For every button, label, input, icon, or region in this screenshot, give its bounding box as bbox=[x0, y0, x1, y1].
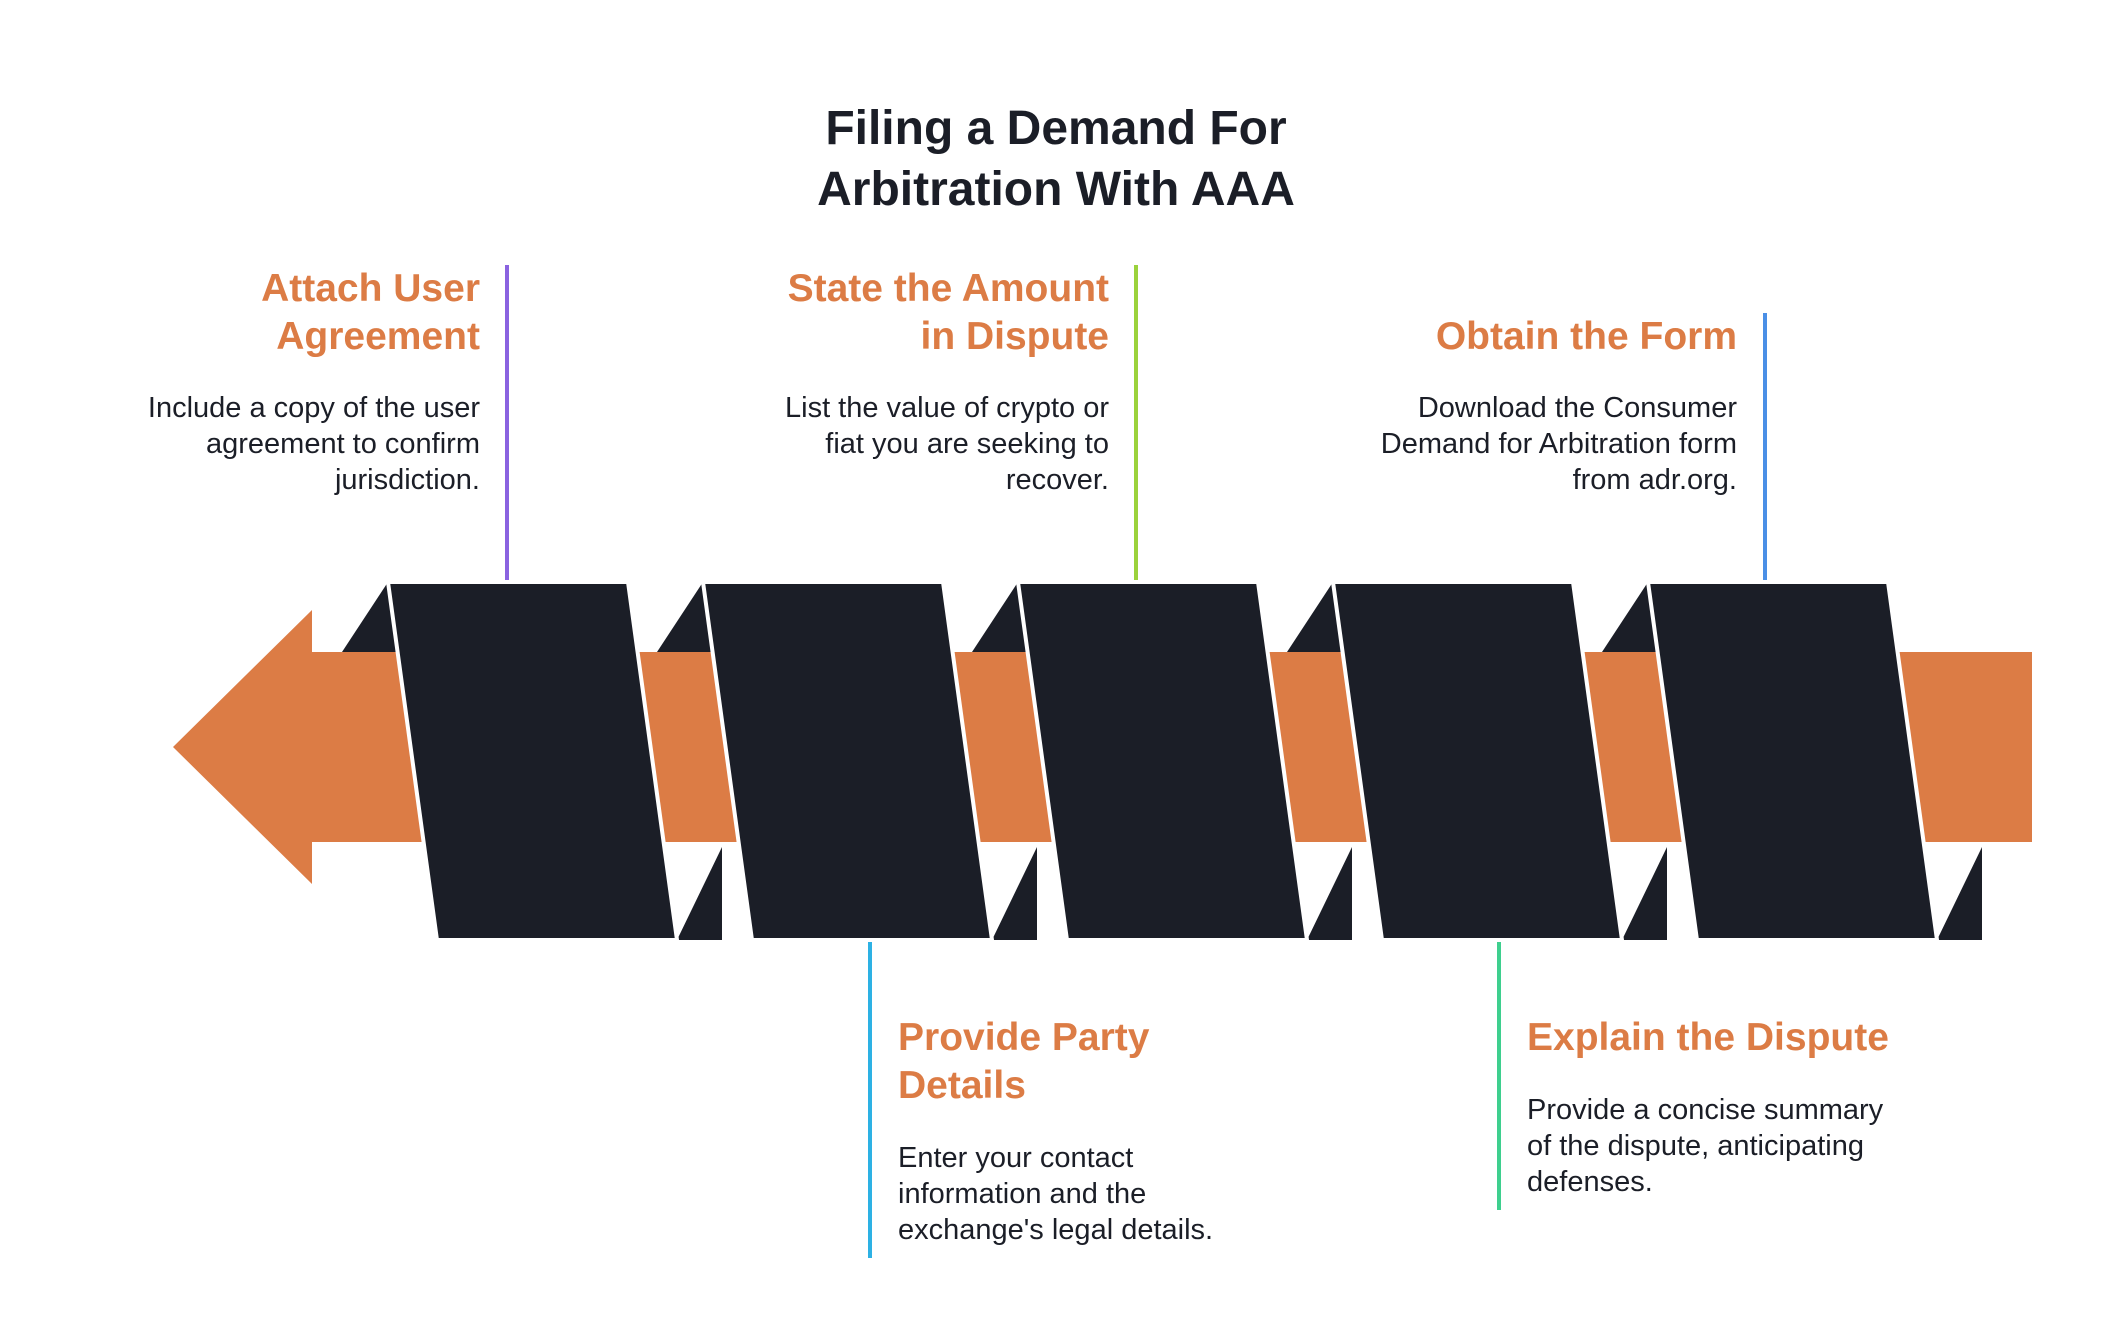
step-block-4 bbox=[1287, 580, 1667, 942]
step-block-3 bbox=[972, 580, 1352, 942]
step-desc-obtain-form: Download the Consumer Demand for Arbitra… bbox=[1380, 392, 1737, 496]
step-heading-obtain-form: Obtain the Form bbox=[1435, 315, 1737, 358]
step-desc-attach-user-agreement: Include a copy of the user agreement to … bbox=[147, 392, 480, 496]
step-block-1 bbox=[342, 580, 722, 942]
step-block-2 bbox=[657, 580, 1037, 942]
arrow-head bbox=[173, 610, 420, 884]
title-line-2: Arbitration With AAA bbox=[817, 163, 1295, 216]
step-desc-provide-party-details: Enter your contact information and the e… bbox=[898, 1142, 1214, 1246]
step-heading-explain-dispute: Explain the Dispute bbox=[1527, 1016, 1889, 1059]
step-heading-state-amount: State the Amount in Dispute bbox=[787, 267, 1109, 358]
title-line-1: Filing a Demand For bbox=[825, 102, 1287, 155]
step-block-5 bbox=[1602, 580, 1982, 942]
step-heading-provide-party-details: Provide Party Details bbox=[898, 1016, 1150, 1107]
step-desc-state-amount: List the value of crypto or fiat you are… bbox=[785, 392, 1109, 496]
step-heading-attach-user-agreement: Attach User Agreement bbox=[261, 267, 480, 358]
step-desc-explain-dispute: Provide a concise summary of the dispute… bbox=[1527, 1094, 1884, 1198]
diagram-title: Filing a Demand For Arbitration With AAA bbox=[756, 98, 1356, 220]
